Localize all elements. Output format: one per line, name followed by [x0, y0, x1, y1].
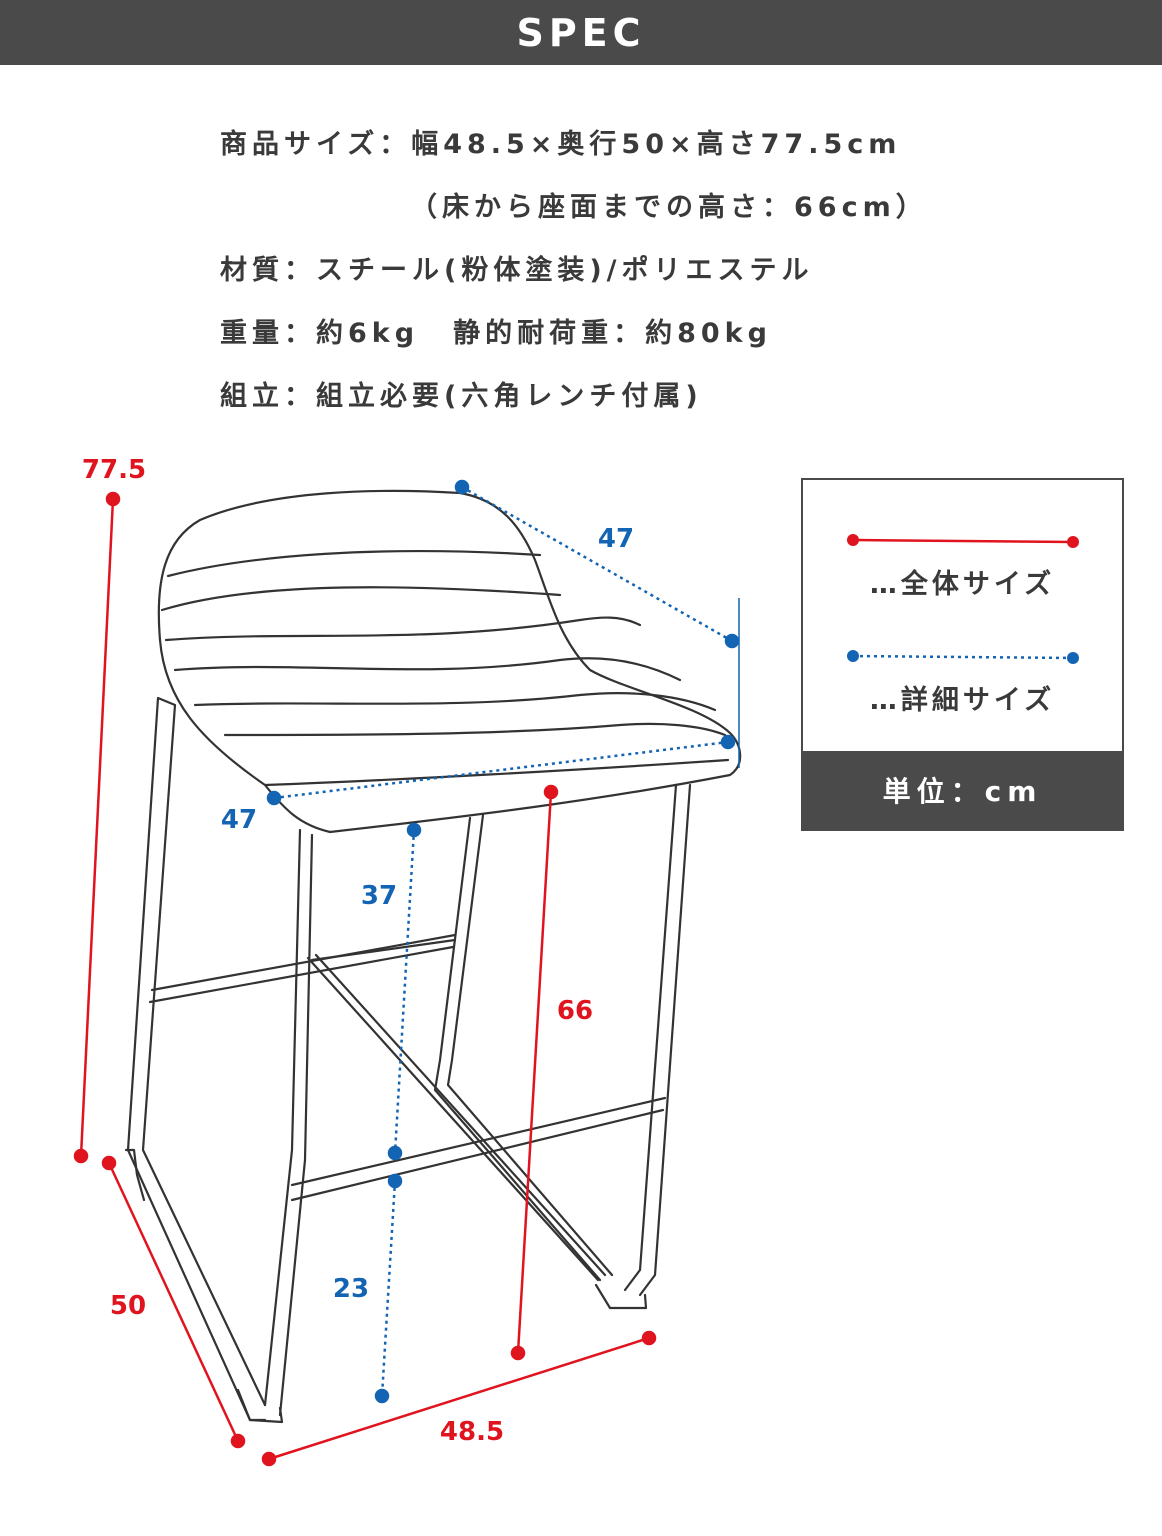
label-total-height: 77.5: [82, 455, 146, 485]
bar-height-dot-bottom: [374, 1388, 390, 1404]
depth-dot-bottom: [230, 1433, 246, 1449]
width-dot-left: [261, 1451, 277, 1467]
label-seat-height: 66: [557, 996, 593, 1026]
seat-to-bar-dot-top: [406, 822, 422, 838]
foot-left-back: [124, 1148, 146, 1202]
seat-stitch-6: [223, 722, 727, 737]
back-depth-dot-top: [454, 479, 470, 495]
frame-right: [623, 783, 692, 1297]
seat-to-bar-dot-bottom: [387, 1145, 403, 1161]
seat-width-dot-right: [720, 734, 736, 750]
spec-load: 静的耐荷重：約80kg: [453, 318, 772, 349]
legend-detail-line: [847, 650, 1079, 664]
spec-material: 材質：スチール(粉体塗装)/ポリエステル: [220, 255, 814, 286]
seat-stitch-5: [193, 692, 717, 712]
crossbar-left: [148, 933, 457, 1004]
seat-stitch-4: [173, 657, 682, 682]
overall-dimensions: [73, 491, 657, 1467]
height-line: [79, 498, 115, 1157]
stool-illustration: [124, 489, 742, 1424]
label-depth: 50: [110, 1291, 146, 1321]
seat-width-line: [273, 740, 729, 800]
seat-stitch-1: [166, 550, 542, 578]
foot-front-left: [236, 1388, 284, 1424]
seat-height-line: [516, 791, 553, 1354]
back-depth-dot-bottom: [724, 633, 740, 649]
crossbar-x: [306, 938, 607, 1282]
depth-dot-top: [101, 1155, 117, 1171]
legend-box: …全体サイズ …詳細サイズ 単位：cm: [801, 478, 1124, 831]
depth-line: [107, 1162, 240, 1442]
label-back-depth: 47: [598, 524, 634, 554]
seat-shell: [157, 489, 742, 834]
detail-dimensions: [266, 479, 740, 1404]
seat-stitch-3: [164, 616, 642, 642]
label-bar-height: 23: [333, 1274, 369, 1304]
spec-size: 商品サイズ：幅48.5×奥行50×高さ77.5cm: [220, 129, 902, 160]
frame-back: [433, 813, 614, 1282]
spec-weight: 重量：約6kg: [220, 318, 420, 349]
spec-seat-height: （床から座面までの高さ：66cm）: [410, 192, 928, 223]
legend-detail-label: …詳細サイズ: [869, 685, 1056, 716]
legend-overall-line: [847, 534, 1079, 548]
width-line: [268, 1336, 650, 1461]
frame-front-left: [263, 828, 314, 1417]
label-width: 48.5: [440, 1417, 504, 1447]
spec-list: 商品サイズ：幅48.5×奥行50×高さ77.5cm （床から座面までの高さ：66…: [220, 118, 1120, 433]
spec-weight-row: 重量：約6kg 静的耐荷重：約80kg: [220, 307, 1120, 370]
bar-height-line: [380, 1180, 397, 1397]
spec-assembly: 組立：組立必要(六角レンチ付属): [220, 381, 703, 412]
seat-height-dot-top: [543, 784, 559, 800]
crossbar-front: [290, 1096, 667, 1202]
foot-back-right: [594, 1283, 648, 1310]
unit-label: 単位：cm: [803, 751, 1122, 829]
spec-header: SPEC: [0, 0, 1162, 65]
height-dot-top: [105, 491, 121, 507]
label-seat-width: 47: [221, 805, 257, 835]
seat-to-bar-line: [393, 829, 416, 1154]
legend-overall-label: …全体サイズ: [869, 569, 1056, 600]
label-seat-to-bar: 37: [361, 881, 397, 911]
seat-inner-edge: [263, 758, 730, 787]
back-depth-line: [461, 485, 733, 643]
header-title: SPEC: [516, 10, 646, 55]
seat-width-dot-left: [266, 790, 282, 806]
width-dot-right: [641, 1330, 657, 1346]
seat-height-dot-bottom: [510, 1345, 526, 1361]
height-dot-bottom: [73, 1148, 89, 1164]
seat-stitch-2: [160, 586, 562, 612]
bar-height-dot-top: [387, 1173, 403, 1189]
